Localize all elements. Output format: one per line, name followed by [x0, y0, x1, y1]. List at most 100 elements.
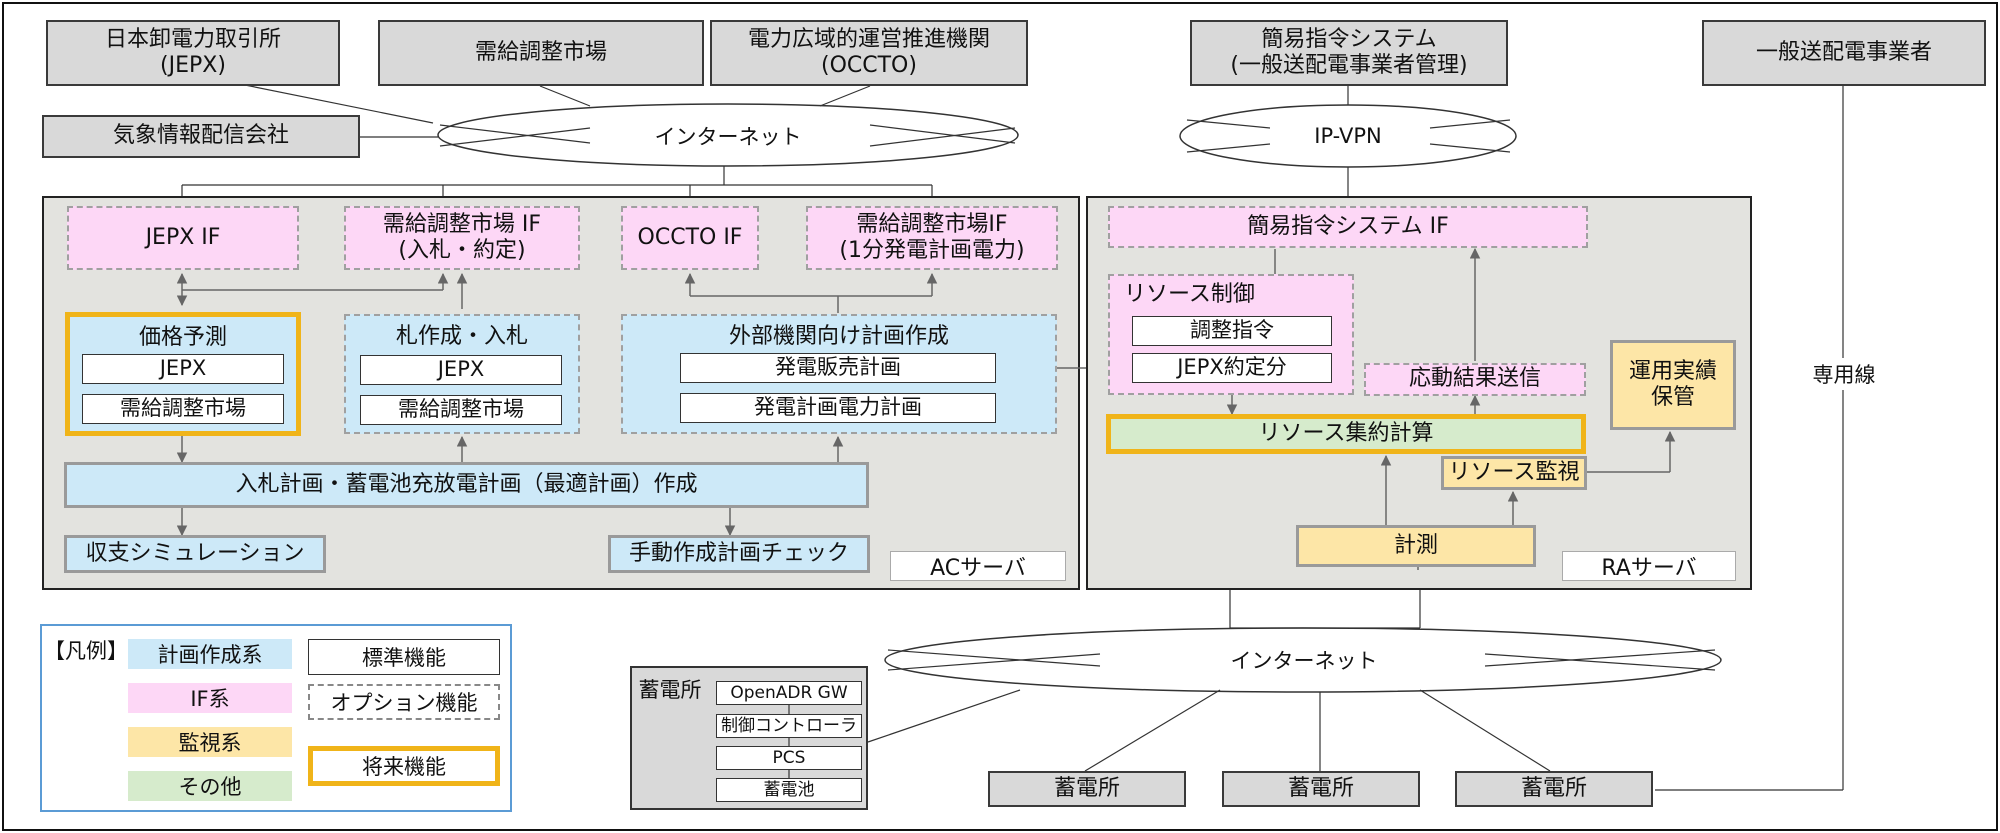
bid-market-label: 需給調整市場	[398, 397, 524, 422]
price-forecast-title: 価格予測	[138, 325, 227, 350]
pcs: PCS	[716, 746, 862, 770]
jepx-external-box: 日本卸電力取引所 (JEPX)	[46, 20, 340, 86]
response-send-label: 応動結果送信	[1408, 366, 1541, 392]
weather-box: 気象情報配信会社	[42, 115, 360, 158]
internet-top-text: インターネット	[654, 125, 802, 149]
bid-jepx: JEPX	[360, 355, 562, 385]
ac-server-label-text: ACサーバ	[930, 556, 1026, 581]
jepx-external-label: 日本卸電力取引所 (JEPX)	[104, 26, 281, 78]
manual-check-label: 手動作成計画チェック	[628, 540, 849, 566]
station-2-label: 蓄電所	[1287, 775, 1354, 801]
optimal-plan-label: 入札計画・蓄電池充放電計画（最適計画）作成	[235, 471, 698, 497]
ra-server-label-text: RAサーバ	[1601, 556, 1697, 581]
legend-other: その他	[128, 771, 292, 801]
resource-control-title: リソース制御	[1124, 282, 1255, 307]
legend-standard: 標準機能	[308, 639, 500, 675]
measurement-label: 計測	[1393, 532, 1438, 558]
occto-if-label: OCCTO IF	[637, 224, 743, 250]
legend-planning: 計画作成系	[128, 639, 292, 669]
dedicated-line-text: 専用線	[1812, 363, 1876, 387]
market-if2-label: 需給調整市場IF (1分発電計画電力)	[839, 211, 1025, 263]
battery-site-title-text: 蓄電所	[638, 678, 702, 702]
internet-top-label: インターネット	[620, 120, 836, 152]
controller-label: 制御コントローラ	[721, 715, 857, 736]
legend-if-text: IF系	[190, 687, 230, 711]
external-plan-title: 外部機関向け計画作成	[728, 324, 949, 349]
ipvpn-text: IP-VPN	[1314, 124, 1382, 148]
battery: 蓄電池	[716, 778, 862, 802]
tso-box: 一般送配電事業者	[1702, 20, 1986, 86]
jepx-if-label: JEPX IF	[145, 224, 221, 250]
legend-future-text: 将来機能	[362, 755, 446, 779]
legend-monitoring: 監視系	[128, 727, 292, 757]
station-3: 蓄電所	[1455, 771, 1653, 807]
station-1-label: 蓄電所	[1053, 775, 1120, 801]
balancing-market-label: 需給調整市場	[474, 39, 607, 65]
records-label: 運用実績 保管	[1628, 358, 1717, 410]
dispatch-system-box: 簡易指令システム (一般送配電事業者管理)	[1190, 20, 1508, 86]
battery-label: 蓄電池	[763, 779, 815, 800]
station-2: 蓄電所	[1222, 771, 1420, 807]
battery-site-title: 蓄電所	[634, 674, 706, 704]
sales-plan: 発電販売計画	[680, 353, 996, 383]
jepx-contract: JEPX約定分	[1132, 353, 1332, 383]
balancing-market-box: 需給調整市場	[378, 20, 704, 86]
adjust-command: 調整指令	[1132, 316, 1332, 346]
ac-server-label: ACサーバ	[890, 551, 1066, 581]
power-plan-label: 発電計画電力計画	[754, 395, 922, 420]
bid-jepx-label: JEPX	[437, 357, 485, 382]
simulation-label: 収支シミュレーション	[85, 540, 305, 566]
measurement-box: 計測	[1296, 525, 1536, 567]
manual-check-box: 手動作成計画チェック	[608, 535, 870, 573]
jepx-contract-label: JEPX約定分	[1177, 355, 1287, 380]
price-forecast-jepx: JEPX	[82, 354, 284, 384]
adjust-command-label: 調整指令	[1190, 318, 1274, 343]
internet-top-cloud	[437, 103, 1019, 167]
legend-optional-text: オプション機能	[330, 691, 478, 715]
legend-standard-text: 標準機能	[362, 646, 446, 670]
market-if2-box: 需給調整市場IF (1分発電計画電力)	[806, 206, 1058, 270]
response-send-box: 応動結果送信	[1364, 363, 1586, 396]
internet-bottom-text: インターネット	[1230, 649, 1378, 673]
price-forecast-market-label: 需給調整市場	[120, 396, 246, 421]
station-3-label: 蓄電所	[1520, 775, 1587, 801]
resource-monitor-box: リソース監視	[1441, 456, 1587, 490]
price-forecast-market: 需給調整市場	[82, 394, 284, 424]
legend-planning-text: 計画作成系	[157, 643, 263, 667]
records-box: 運用実績 保管	[1610, 340, 1736, 430]
bid-title: 札作成・入札	[395, 324, 528, 349]
dedicated-line-label: 専用線	[1800, 358, 1888, 390]
legend-monitoring-text: 監視系	[178, 731, 242, 755]
legend-optional: オプション機能	[308, 684, 500, 720]
occto-box: 電力広域的運営推進機関 (OCCTO)	[710, 20, 1028, 86]
sales-plan-label: 発電販売計画	[775, 355, 901, 380]
jepx-if-box: JEPX IF	[67, 206, 299, 270]
ipvpn-label: IP-VPN	[1270, 120, 1426, 152]
dispatch-if-label: 簡易指令システム IF	[1247, 213, 1449, 239]
bid-market: 需給調整市場	[360, 395, 562, 425]
resource-monitor-label: リソース監視	[1448, 459, 1580, 485]
simulation-box: 収支シミュレーション	[64, 535, 326, 573]
aggregation-box: リソース集約計算	[1106, 414, 1586, 454]
legend-future: 将来機能	[308, 746, 500, 786]
dispatch-if-box: 簡易指令システム IF	[1108, 206, 1588, 248]
ra-server-label: RAサーバ	[1562, 551, 1736, 581]
openadr-gw-label: OpenADR GW	[730, 682, 848, 703]
occto-if-box: OCCTO IF	[621, 206, 759, 270]
legend-other-text: その他	[178, 775, 242, 799]
tso-label: 一般送配電事業者	[1755, 39, 1932, 65]
market-if-label: 需給調整市場 IF (入札・約定)	[382, 211, 542, 263]
legend-title: 【凡例】	[44, 635, 128, 665]
optimal-plan-box: 入札計画・蓄電池充放電計画（最適計画）作成	[64, 462, 869, 508]
controller: 制御コントローラ	[716, 714, 862, 738]
market-if-box: 需給調整市場 IF (入札・約定)	[344, 206, 580, 270]
price-forecast-jepx-label: JEPX	[159, 356, 207, 381]
openadr-gw: OpenADR GW	[716, 681, 862, 705]
station-1: 蓄電所	[988, 771, 1186, 807]
legend-title-text: 【凡例】	[44, 639, 128, 663]
legend-if: IF系	[128, 683, 292, 713]
pcs-label: PCS	[772, 747, 806, 768]
aggregation-label: リソース集約計算	[1258, 420, 1434, 446]
